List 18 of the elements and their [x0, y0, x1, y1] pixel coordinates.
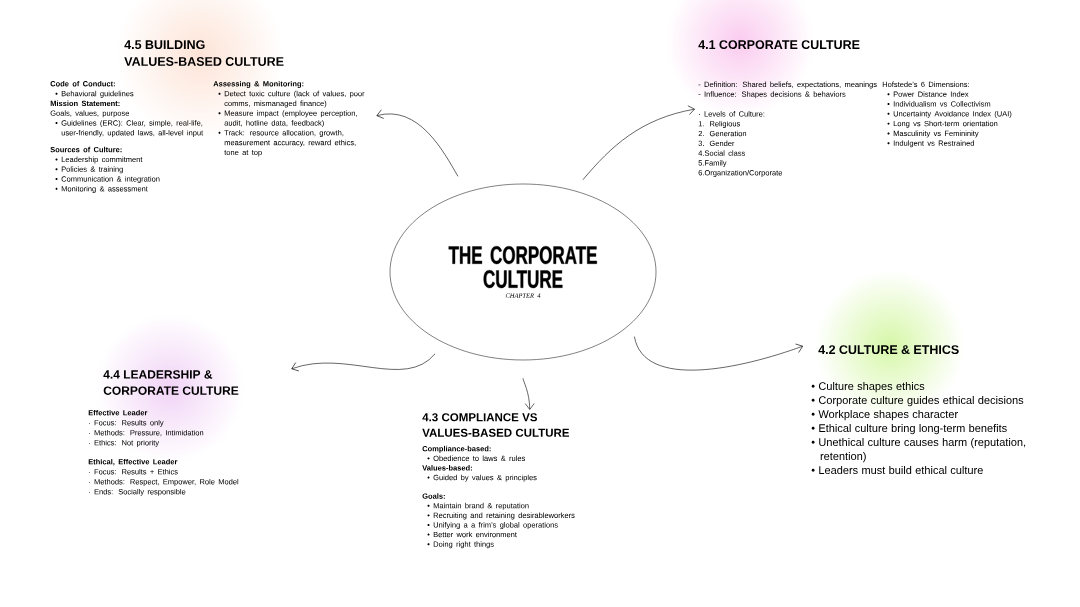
list-item: • Leaders must build ethical culture — [811, 465, 983, 475]
arrow — [582, 105, 695, 181]
center-ellipse — [389, 183, 657, 361]
arrow — [522, 377, 535, 410]
list-item: • Culture shapes ethics — [811, 381, 925, 393]
arrow — [376, 109, 459, 177]
arrow — [634, 336, 803, 371]
section-heading: 4.4 LEADERSHIP & CORPORATE CULTURE — [103, 370, 239, 395]
arrow — [291, 353, 436, 372]
section-heading: 4.2 CULTURE & ETHICS — [818, 345, 959, 355]
list-item: • Corporate culture guides ethical decisions — [811, 395, 1024, 407]
title-text: THE CORPORATE CULTURE — [448, 246, 597, 289]
list-item: • Workplace shapes character — [811, 409, 958, 421]
list-item: • Unethical culture causes harm (reputation, retention) — [811, 437, 1026, 463]
list-item: • Ethical culture bring long-term benefits — [811, 423, 1007, 435]
section-heading: 4.5 BUILDING VALUES-BASED CULTURE — [124, 40, 284, 66]
section-heading: 4.1 CORPORATE CULTURE — [698, 40, 860, 50]
section-heading: 4.3 COMPLIANCE VS VALUES-BASED CULTURE — [422, 413, 570, 437]
